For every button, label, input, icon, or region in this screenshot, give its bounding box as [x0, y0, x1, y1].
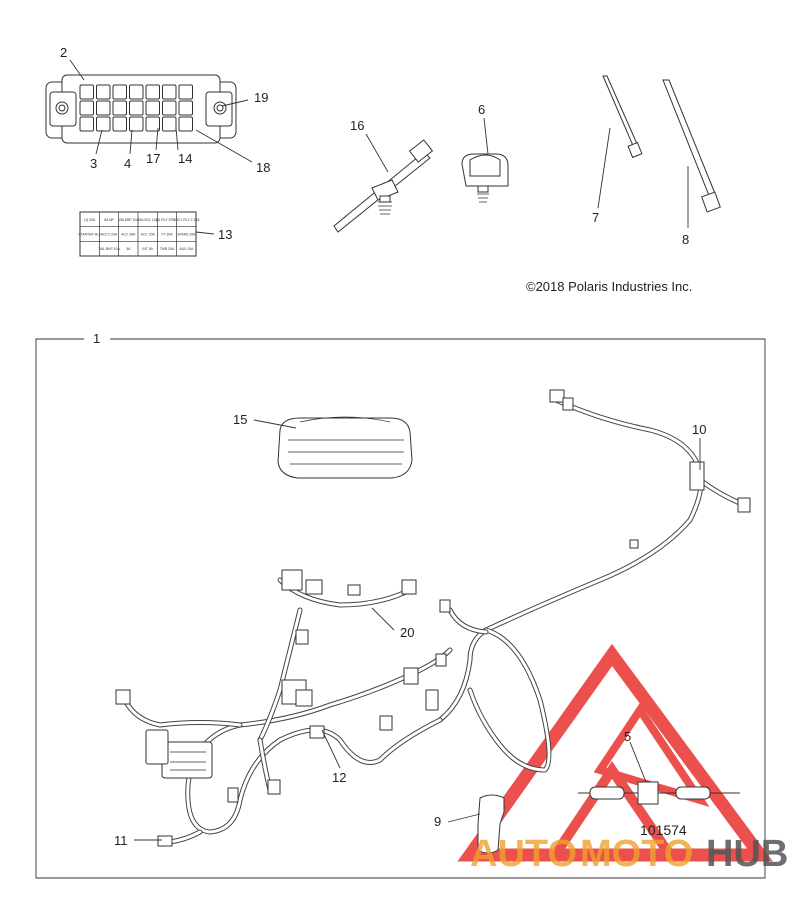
- callout-9: 9: [434, 814, 441, 829]
- terminal-boot: [477, 794, 505, 854]
- callout-18: 18: [256, 160, 270, 175]
- table-cell: FT 20A: [161, 233, 173, 237]
- callout-8: 8: [682, 232, 689, 247]
- fuse-slot: [129, 84, 144, 100]
- watermark-logo: [457, 643, 773, 862]
- table-cell: (1) 30A: [84, 218, 96, 222]
- callout-16: 16: [350, 118, 364, 133]
- fuse-box: [45, 74, 237, 144]
- callout-5: 5: [624, 729, 631, 744]
- fuse-box-cover: [277, 416, 413, 479]
- copyright-notice: ©2018 Polaris Industries Inc.: [526, 279, 692, 294]
- watermark-auto: AUTO: [470, 833, 577, 875]
- table-cell: TMR 20A: [160, 247, 175, 251]
- cable-tie-small: [602, 75, 643, 159]
- callout-10: 10: [692, 422, 706, 437]
- table-cell: 15A EBP 10A: [118, 218, 139, 222]
- table-cell: SPARE 20A: [177, 233, 196, 237]
- callout-12: 12: [332, 770, 346, 785]
- fuse-slot: [145, 84, 160, 100]
- fuse-slot: [178, 116, 193, 132]
- kit-border: [35, 338, 766, 879]
- table-cell: 3A: [126, 247, 131, 251]
- callout-6: 6: [478, 102, 485, 117]
- leader-lines: [69, 59, 701, 841]
- fuse-slot: [96, 100, 111, 116]
- table-cell: TAIL BKP 10A: [98, 247, 120, 251]
- fuse-slot: [162, 84, 177, 100]
- watermark-text: AUTO MOTO HUB: [470, 833, 788, 875]
- callout-11: 11: [114, 833, 128, 848]
- callout-3: 3: [90, 156, 97, 171]
- callout-17: 17: [146, 151, 160, 166]
- fuse-slot: [145, 116, 160, 132]
- wire-harness: [115, 389, 751, 847]
- callout-14: 14: [178, 151, 192, 166]
- callout-7: 7: [592, 210, 599, 225]
- table-cell: 15A SOL 10A: [137, 218, 158, 222]
- callout-1: 1: [93, 331, 100, 346]
- fuse-slot: [129, 116, 144, 132]
- callout-4: 4: [124, 156, 131, 171]
- callout-20: 20: [400, 625, 414, 640]
- table-cell: ACCY 20A: [101, 233, 118, 237]
- callout-15: 15: [233, 412, 247, 427]
- fuse-slot: [112, 116, 127, 132]
- inline-fuse: [578, 781, 740, 805]
- cable-tie-large: [662, 79, 721, 213]
- watermark-moto: MOTO: [580, 833, 693, 875]
- fuse-slot: [112, 100, 127, 116]
- fuse-slot: [162, 100, 177, 116]
- table-cell: (2) RLY SPT 1: [156, 218, 178, 222]
- table-cell: AUX 20A: [179, 247, 194, 251]
- callout-2: 2: [60, 45, 67, 60]
- table-cell: ACC 30A: [121, 233, 136, 237]
- fuse-slot: [162, 116, 177, 132]
- cable-tie-mount: [333, 139, 434, 233]
- callout-labels: 1 2 3 4 5 6 7 8 9 10 11 12 13 14 15 16 1…: [60, 45, 706, 848]
- diagram-part-number: 101574: [640, 822, 687, 838]
- fuse-slot: [145, 100, 160, 116]
- fuse-slot: [79, 100, 94, 116]
- callout-19: 19: [254, 90, 268, 105]
- fuse-slot: [96, 84, 111, 100]
- fuse-slot: [112, 84, 127, 100]
- edge-clip: [461, 153, 509, 203]
- fuse-slot: [178, 100, 193, 116]
- fuse-slot: [178, 84, 193, 100]
- watermark-hub: HUB: [706, 833, 788, 875]
- fuse-slot: [96, 116, 111, 132]
- table-cell: STARTER RLY: [78, 233, 102, 237]
- table-cell: ACCY RLY 2 30A: [173, 218, 200, 222]
- callout-13: 13: [218, 227, 232, 242]
- fuse-slot: [79, 84, 94, 100]
- fuse-slot: [129, 100, 144, 116]
- table-cell: INT 5A: [142, 247, 153, 251]
- table-cell: 5A NP: [104, 218, 114, 222]
- table-cell: ACC 20A: [141, 233, 156, 237]
- fuse-slot: [79, 116, 94, 132]
